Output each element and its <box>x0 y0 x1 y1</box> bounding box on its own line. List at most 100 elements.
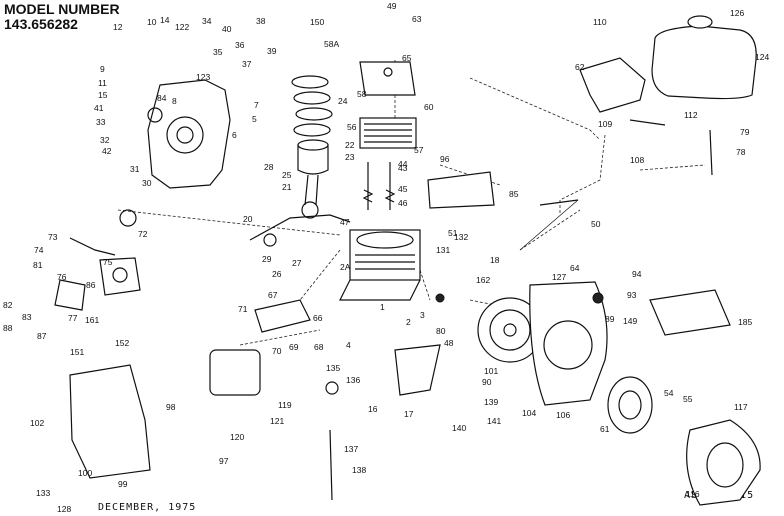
part-number-35: 35 <box>213 47 223 57</box>
piston-ring-3 <box>295 107 333 121</box>
part-number-78: 78 <box>736 147 746 157</box>
starter-pulley-hub <box>618 390 642 420</box>
muffler-gasket <box>254 299 311 333</box>
part-number-149: 149 <box>623 316 637 326</box>
part-number-85: 85 <box>509 189 519 199</box>
oil-seal <box>147 107 163 123</box>
part-number-99: 99 <box>118 479 128 489</box>
crankcase <box>339 279 421 301</box>
fuel-filter <box>629 119 666 126</box>
part-number-88: 88 <box>3 323 13 333</box>
part-number-38: 38 <box>256 16 266 26</box>
starter-pulley <box>607 376 653 434</box>
part-number-48: 48 <box>444 338 454 348</box>
part-number-22: 22 <box>345 140 355 150</box>
part-number-3: 3 <box>420 310 425 320</box>
part-number-185: 185 <box>738 317 752 327</box>
piston-ring-4 <box>293 123 331 137</box>
part-number-18: 18 <box>490 255 500 265</box>
part-number-120: 120 <box>230 432 244 442</box>
part-number-126: 126 <box>730 8 744 18</box>
carburetor <box>99 257 141 296</box>
part-number-106: 106 <box>556 410 570 420</box>
part-number-61: 61 <box>600 424 610 434</box>
part-number-65: 65 <box>402 53 412 63</box>
part-number-49: 49 <box>387 1 397 11</box>
part-number-108: 108 <box>630 155 644 165</box>
part-number-162: 162 <box>476 275 490 285</box>
part-number-76: 76 <box>57 272 67 282</box>
model-number-value: 143.656282 <box>4 16 78 32</box>
oil-seal-crank <box>435 293 445 303</box>
part-number-57: 57 <box>414 145 424 155</box>
muffler <box>209 349 261 396</box>
part-number-123: 123 <box>196 72 210 82</box>
part-number-74: 74 <box>34 245 44 255</box>
part-number-86: 86 <box>86 280 96 290</box>
part-number-72: 72 <box>138 229 148 239</box>
part-number-100: 100 <box>78 468 92 478</box>
part-number-89: 89 <box>605 314 615 324</box>
dipstick-tube <box>329 429 333 501</box>
part-number-45: 45 <box>398 184 408 194</box>
part-number-58A: 58A <box>324 39 339 49</box>
part-number-26: 26 <box>272 269 282 279</box>
cylinder-head-fins <box>364 123 412 143</box>
part-number-119: 119 <box>278 400 292 410</box>
part-number-81: 81 <box>33 260 43 270</box>
bearing-plate-center <box>176 126 194 144</box>
part-number-21: 21 <box>282 182 292 192</box>
blower-housing-plate <box>147 79 231 189</box>
bearing-plate-bore <box>166 116 204 154</box>
crankshaft <box>249 214 351 241</box>
part-number-20: 20 <box>243 214 253 224</box>
oil-fill-plug <box>325 381 339 395</box>
part-number-90: 90 <box>482 377 492 387</box>
spark-plug-boot <box>592 292 604 304</box>
piston-ring-2 <box>293 91 331 105</box>
part-number-98: 98 <box>166 402 176 412</box>
cylinder-bore <box>356 231 414 249</box>
part-number-2A: 2A <box>340 262 351 272</box>
part-number-58: 58 <box>357 89 367 99</box>
part-number-50: 50 <box>591 219 601 229</box>
part-number-135: 135 <box>326 363 340 373</box>
tank-bracket <box>579 57 646 113</box>
part-number-32: 32 <box>100 135 110 145</box>
part-number-122: 122 <box>175 22 189 32</box>
part-number-132: 132 <box>454 232 468 242</box>
carburetor-bowl <box>112 267 128 283</box>
fuel-line <box>709 129 713 176</box>
part-number-101: 101 <box>484 366 498 376</box>
part-number-152: 152 <box>115 338 129 348</box>
piston-ring-1 <box>291 75 329 89</box>
part-number-116: 116 <box>686 489 700 499</box>
part-number-43: 43 <box>398 163 408 173</box>
part-number-133: 133 <box>36 488 50 498</box>
part-number-54: 54 <box>664 388 674 398</box>
rewind-starter-cup <box>706 442 744 488</box>
part-number-71: 71 <box>238 304 248 314</box>
model-number-label: MODEL NUMBER <box>4 1 120 17</box>
part-number-41: 41 <box>94 103 104 113</box>
part-number-93: 93 <box>627 290 637 300</box>
part-number-63: 63 <box>412 14 422 24</box>
part-number-14: 14 <box>160 15 170 25</box>
part-number-110: 110 <box>593 17 607 27</box>
part-number-79: 79 <box>740 127 750 137</box>
connecting-rod-big-end <box>301 201 319 219</box>
part-number-27: 27 <box>292 258 302 268</box>
part-number-15: 15 <box>98 90 108 100</box>
part-number-46: 46 <box>398 198 408 208</box>
part-number-11: 11 <box>98 78 107 88</box>
part-number-31: 31 <box>130 164 140 174</box>
part-number-137: 137 <box>344 444 358 454</box>
owners-manual <box>649 289 731 336</box>
part-number-34: 34 <box>202 16 212 26</box>
part-number-117: 117 <box>734 402 748 412</box>
part-number-94: 94 <box>632 269 642 279</box>
cylinder-fins <box>355 254 415 270</box>
